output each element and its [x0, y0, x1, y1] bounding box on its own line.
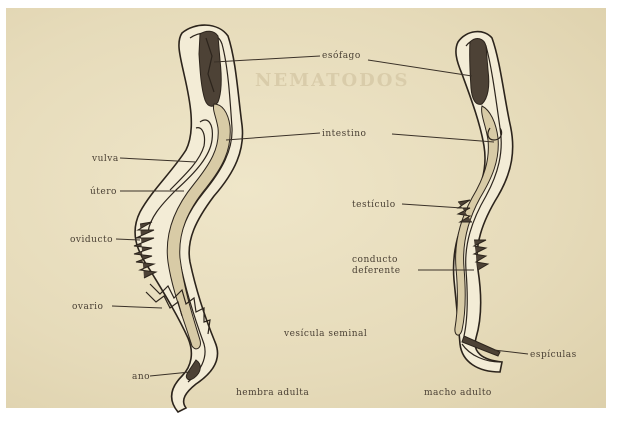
label-ano: ano: [132, 372, 150, 382]
female-body-outline: [135, 25, 242, 412]
label-esofago: esófago: [322, 50, 361, 61]
label-conducto: conducto: [352, 255, 398, 265]
label-deferente: deferente: [352, 266, 401, 276]
leader-testiculo: [402, 204, 462, 208]
leader-ovario: [112, 306, 162, 308]
female-worm: [134, 25, 243, 412]
label-ovario: ovario: [72, 302, 103, 312]
male-worm: [454, 32, 513, 372]
label-utero: útero: [90, 186, 117, 197]
label-oviducto: oviducto: [70, 235, 113, 245]
background-bleed-text: NEMATODOS: [255, 70, 409, 91]
label-espiculas: espículas: [530, 349, 577, 360]
caption-male: macho adulto: [424, 388, 492, 398]
label-vulva: vulva: [91, 154, 119, 164]
label-vesicula-seminal: vesícula seminal: [283, 328, 367, 339]
label-testiculo: testículo: [352, 199, 396, 210]
leader-intestino-male: [392, 134, 494, 142]
male-esophagus: [470, 39, 489, 105]
caption-female: hembra adulta: [236, 388, 309, 398]
label-intestino: intestino: [322, 129, 366, 139]
